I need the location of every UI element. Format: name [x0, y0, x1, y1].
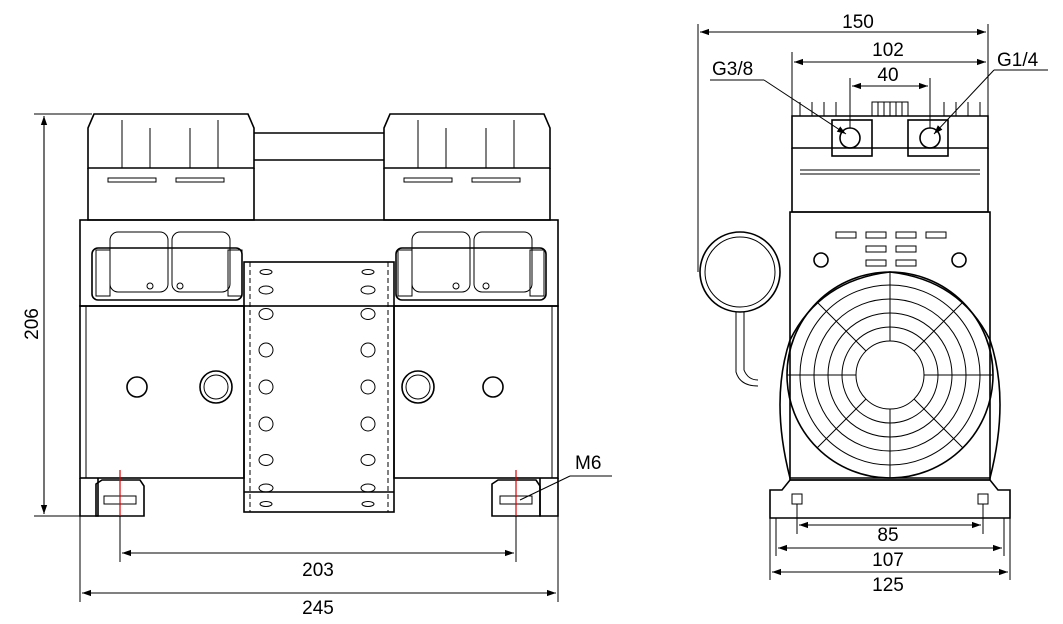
dim-40-label: 40 [877, 65, 898, 86]
fin-slots [258, 269, 376, 507]
dim-245-label: 245 [302, 598, 334, 619]
dim-85-label: 85 [877, 525, 898, 546]
fan-grille [779, 271, 1001, 479]
g14-label: G1/4 [997, 50, 1039, 71]
side-view [697, 24, 1048, 580]
m6-label: M6 [575, 453, 601, 474]
dim-150-label: 150 [842, 12, 874, 33]
g38-label: G3/8 [712, 59, 753, 80]
dim-203-label: 203 [302, 560, 334, 581]
left-valve-block [91, 231, 243, 301]
dim-206-label: 206 [22, 308, 43, 340]
dim-102-label: 102 [872, 40, 904, 61]
right-cylinder-head [383, 113, 551, 221]
capacitor [699, 231, 781, 313]
dim-125-label: 125 [872, 575, 904, 596]
right-valve-block [395, 231, 547, 301]
front-view [34, 113, 612, 602]
left-cylinder-head [87, 113, 255, 221]
dim-107-label: 107 [872, 550, 904, 571]
